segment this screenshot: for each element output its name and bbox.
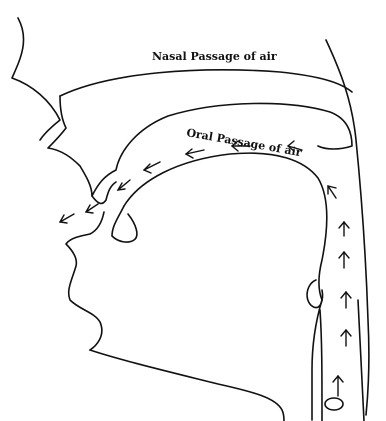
vocal-folds — [325, 398, 343, 410]
pharynx-back-wall — [326, 40, 369, 415]
tongue-surface — [124, 153, 327, 420]
upper-lip-palate — [48, 96, 352, 196]
lower-teeth — [112, 206, 137, 242]
lower-lip — [66, 212, 104, 350]
nose-profile — [12, 18, 60, 140]
nasal-cavity-roof — [60, 70, 352, 96]
trachea-arrows — [333, 222, 351, 396]
chin-neck — [90, 350, 284, 421]
upper-teeth — [92, 182, 116, 203]
nasal-passage-label: Nasal Passage of air — [152, 50, 277, 63]
trachea-left-wall — [320, 310, 322, 421]
oral-passage-label: Oral Passage of air — [185, 126, 302, 159]
trachea-right-wall — [358, 300, 364, 421]
